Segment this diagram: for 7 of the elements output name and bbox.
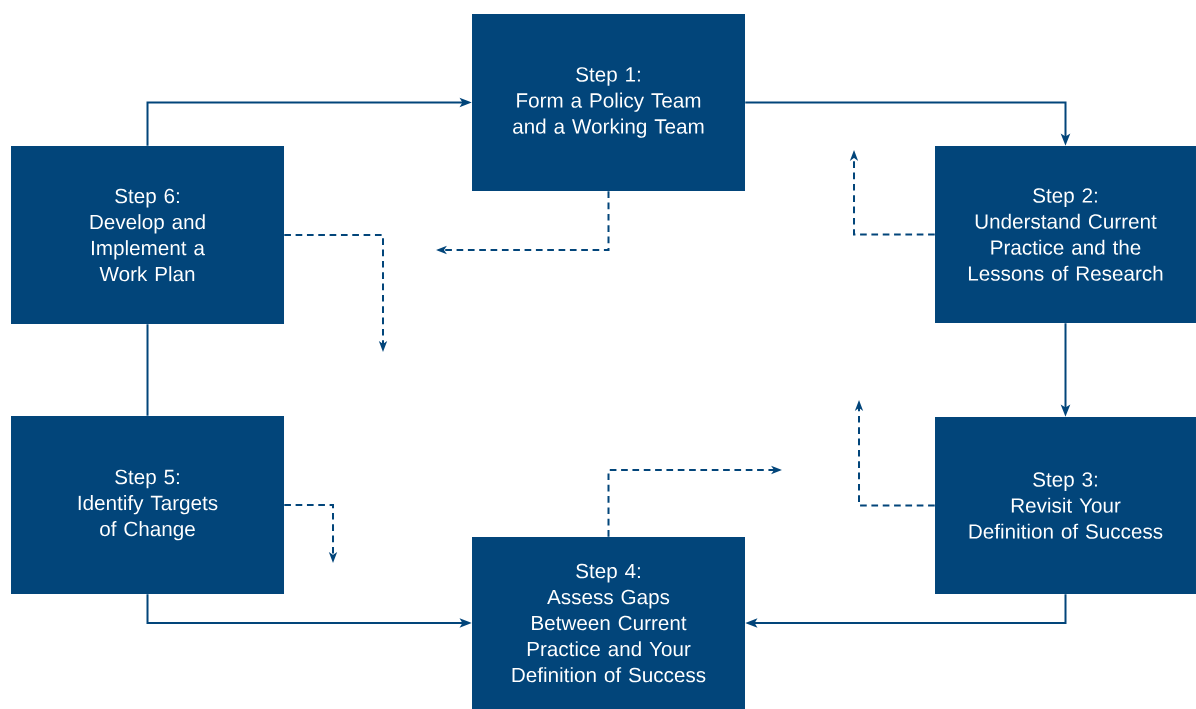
step-box: Step 2: Understand Current Practice and the Lessons of Research (935, 146, 1196, 323)
step-box: Step 6: Develop and Implement a Work Plan (11, 146, 284, 324)
step-box: Step 1: Form a Policy Team and a Working Team (472, 14, 745, 191)
step-box: Step 5: Identify Targets of Change (11, 416, 284, 594)
step-box: Step 3: Revisit Your Definition of Success (935, 417, 1196, 594)
connector-line (146, 323, 149, 417)
step-box: Step 4: Assess Gaps Between Current Practice and Your Definition of Success (472, 537, 745, 709)
